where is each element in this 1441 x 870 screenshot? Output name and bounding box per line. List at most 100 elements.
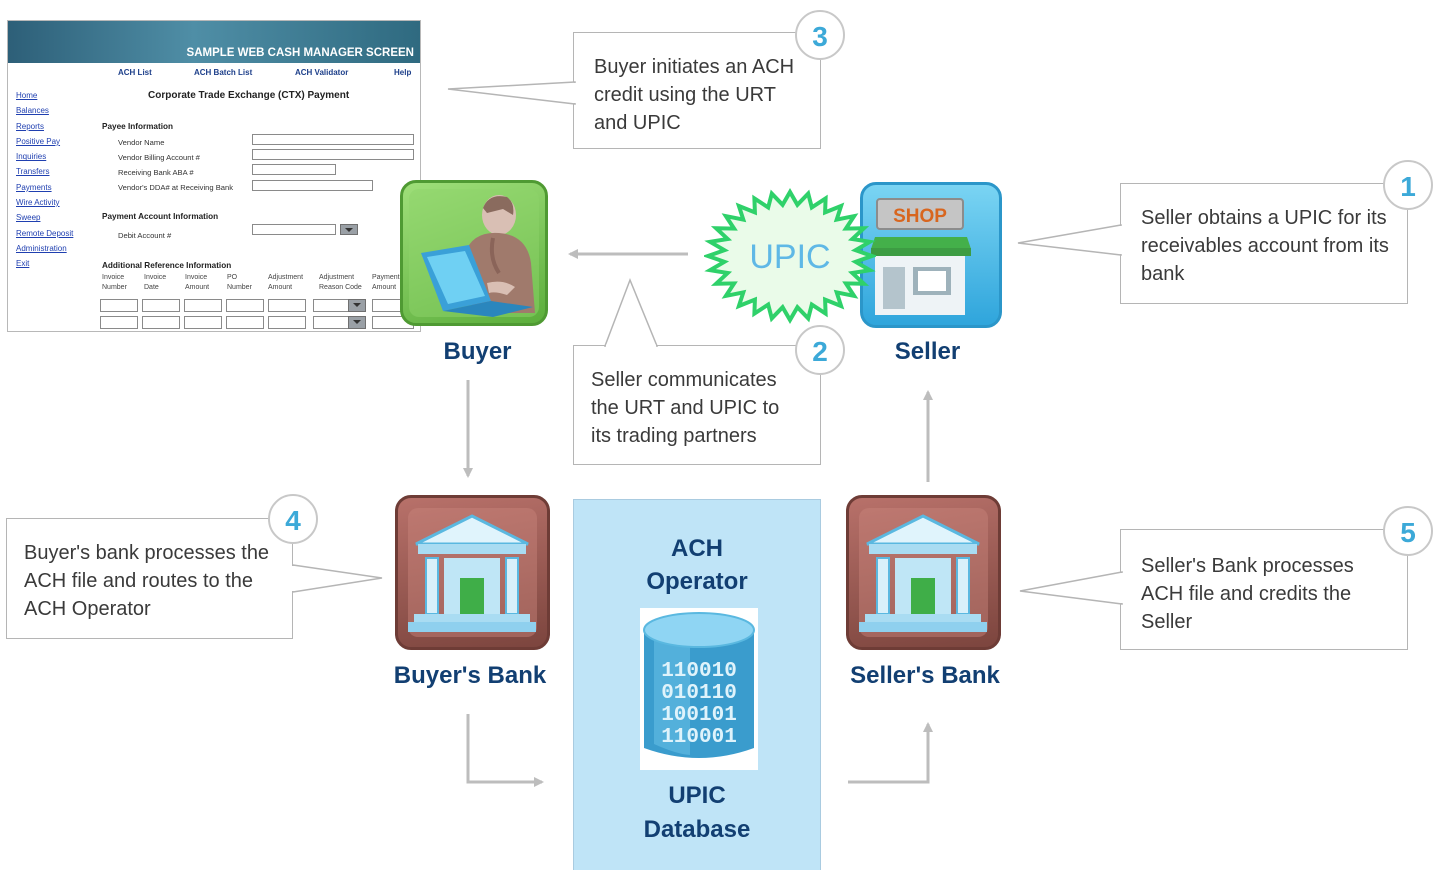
buyers-bank-label: Buyer's Bank [393, 662, 547, 689]
callout-1: Seller obtains a UPIC for its receivable… [1120, 183, 1408, 304]
debit-account-input[interactable] [252, 224, 336, 235]
ref-cell[interactable] [226, 299, 264, 312]
database-bits-row: 110010 [661, 660, 737, 683]
buyer-icon [400, 180, 548, 326]
sidebar-link-transfers[interactable]: Transfers [16, 167, 50, 177]
screen-title: Corporate Trade Exchange (CTX) Payment [148, 90, 350, 101]
database-label-line2: Database [643, 816, 751, 843]
callout-2-pointer [603, 277, 659, 348]
screen-sidebar: Home Balances Reports Positive Pay Inqui… [16, 88, 73, 272]
ref-cell[interactable] [313, 299, 349, 312]
callout-3-text: Buyer initiates an ACH credit using the … [594, 56, 795, 134]
vendor-name-label: Vendor Name [118, 138, 165, 147]
upic-badge: UPIC [704, 188, 876, 324]
nav-help[interactable]: Help [394, 68, 412, 77]
callout-5-text: Seller's Bank processes ACH file and cre… [1141, 555, 1354, 633]
payee-section-heading: Payee Information [102, 122, 173, 131]
ref-cell[interactable] [142, 316, 180, 329]
ref-cell[interactable] [268, 316, 306, 329]
sellers-bank-label: Seller's Bank [850, 662, 1000, 689]
ref-cell[interactable] [100, 316, 138, 329]
ref-cell[interactable] [313, 316, 349, 329]
callout-4: Buyer's bank processes the ACH file and … [6, 518, 293, 639]
database-bits-row: 100101 [661, 704, 737, 727]
ref-cell[interactable] [226, 316, 264, 329]
sidebar-link-balances[interactable]: Balances [16, 106, 49, 116]
buyers-bank-icon [395, 495, 550, 650]
reason-dropdown[interactable] [348, 299, 366, 312]
vendor-dda-label: Vendor's DDA# at Receiving Bank [118, 183, 233, 192]
database-bits-row: 010110 [661, 682, 737, 705]
callout-2-text: Seller communicates the URT and UPIC to … [591, 369, 780, 447]
nav-ach-batch-list[interactable]: ACH Batch List [194, 68, 253, 77]
step-number-5: 5 [1383, 506, 1433, 556]
screen-header: SAMPLE WEB CASH MANAGER SCREEN [8, 21, 420, 63]
sidebar-link-exit[interactable]: Exit [16, 259, 30, 269]
payment-section-heading: Payment Account Information [102, 212, 219, 221]
sidebar-link-administration[interactable]: Administration [16, 243, 67, 253]
database-label-line1: UPIC [668, 782, 726, 809]
reference-section-heading: Additional Reference Information [102, 261, 232, 270]
screen-nav: ACH List ACH Batch List ACH Validator He… [8, 68, 420, 80]
ref-cell[interactable] [184, 316, 222, 329]
nav-ach-list[interactable]: ACH List [118, 68, 152, 77]
debit-account-label: Debit Account # [118, 231, 172, 240]
vendor-dda-input[interactable] [252, 180, 373, 191]
sidebar-link-home[interactable]: Home [16, 91, 38, 100]
ref-cell[interactable] [184, 299, 222, 312]
sellers-bank-icon [846, 495, 1001, 650]
vendor-billing-label: Vendor Billing Account # [118, 153, 200, 162]
sidebar-link-wire-activity[interactable]: Wire Activity [16, 198, 60, 208]
receiving-aba-label: Receiving Bank ABA # [118, 168, 194, 177]
callout-3: Buyer initiates an ACH credit using the … [573, 32, 821, 149]
sidebar-link-inquiries[interactable]: Inquiries [16, 152, 47, 162]
database-cylinder-icon: 110010 010110 100101 110001 [640, 608, 758, 770]
vendor-name-input[interactable] [252, 134, 414, 145]
sample-web-screen: SAMPLE WEB CASH MANAGER SCREEN ACH List … [7, 20, 421, 332]
receiving-aba-input[interactable] [252, 164, 336, 175]
ref-cell[interactable] [268, 299, 306, 312]
arrow-bank-to-operator [466, 714, 544, 787]
nav-ach-validator[interactable]: ACH Validator [295, 68, 349, 77]
sidebar-link-payments[interactable]: Payments [16, 182, 52, 192]
ref-cell[interactable] [100, 299, 138, 312]
step-number-1: 1 [1383, 160, 1433, 210]
arrow-operator-to-seller-bank [848, 722, 933, 784]
step-number-4: 4 [268, 494, 318, 544]
buyer-label: Buyer [443, 338, 512, 365]
sidebar-link-remote-deposit[interactable]: Remote Deposit [16, 228, 74, 238]
callout-2: Seller communicates the URT and UPIC to … [573, 345, 821, 465]
vendor-billing-input[interactable] [252, 149, 414, 160]
operator-title-line2: Operator [646, 568, 748, 595]
debit-account-dropdown[interactable] [340, 224, 358, 235]
reason-dropdown[interactable] [348, 316, 366, 329]
callout-1-pointer [1017, 224, 1123, 256]
step-number-3: 3 [795, 10, 845, 60]
sidebar-link-sweep[interactable]: Sweep [16, 213, 41, 223]
sidebar-link-positive-pay[interactable]: Positive Pay [16, 136, 61, 146]
shop-sign-text: SHOP [893, 206, 947, 227]
shop-icon: SHOP [860, 182, 1002, 328]
callout-5-pointer [1019, 571, 1124, 605]
database-bits-row: 110001 [661, 726, 737, 749]
ach-operator-panel: ACH Operator 110010 010110 100101 110001… [573, 499, 821, 870]
step-number-2: 2 [795, 325, 845, 375]
upic-badge-text: UPIC [749, 238, 830, 276]
ref-cell[interactable] [142, 299, 180, 312]
callout-4-text: Buyer's bank processes the ACH file and … [24, 542, 270, 620]
seller-label: Seller [894, 338, 961, 365]
operator-title-line1: ACH [671, 535, 723, 562]
callout-1-text: Seller obtains a UPIC for its receivable… [1141, 207, 1389, 285]
sidebar-link-reports[interactable]: Reports [16, 121, 45, 131]
callout-3-pointer [447, 81, 577, 105]
callout-4-pointer [291, 564, 383, 593]
callout-5: Seller's Bank processes ACH file and cre… [1120, 529, 1408, 650]
